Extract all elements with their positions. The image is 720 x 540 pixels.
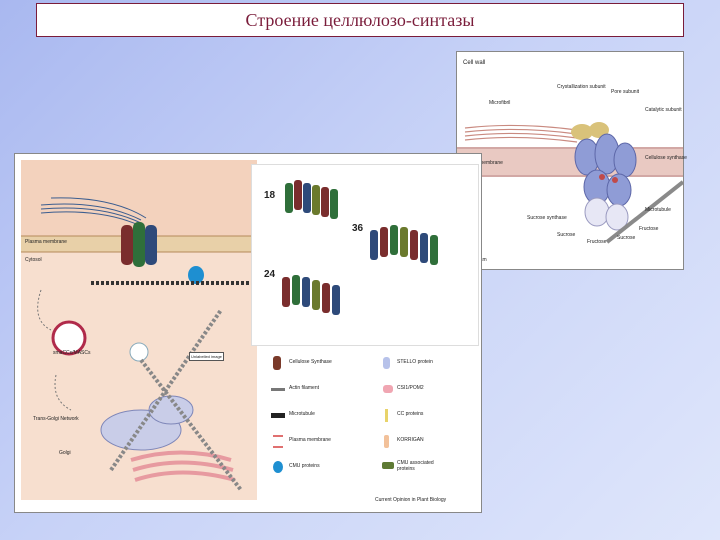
trafficking-arrows: [37, 289, 72, 411]
legend-label: Plasma membrane: [289, 437, 331, 443]
smacc-vesicle: [51, 320, 87, 356]
cellulose-synthase-icon: [273, 356, 281, 370]
legend-label: Cellulose Synthase: [289, 359, 332, 365]
legend-item-stello: STELLO protein: [379, 354, 475, 374]
title-box: Строение целлюлозо-синтазы: [36, 3, 684, 37]
cell-drawing: [21, 160, 257, 500]
label-pore: Pore subunit: [611, 89, 640, 95]
legend-label: Microtubule: [289, 411, 315, 417]
rosette-36: [370, 225, 438, 265]
rosette-18: [285, 180, 338, 219]
golgi-network: [100, 395, 194, 451]
slide-title: Строение целлюлозо-синтазы: [245, 9, 475, 30]
legend-label: STELLO protein: [397, 359, 433, 365]
legend-label: CMU associated proteins: [397, 460, 434, 472]
cmu-assoc-icon: [382, 462, 394, 469]
rosette-18-label: 18: [264, 190, 276, 201]
label-golgi: Golgi: [59, 450, 71, 456]
legend-label: KORRIGAN: [397, 437, 424, 443]
label-sucrose: Sucrose: [557, 232, 576, 238]
golgi-stacks: [130, 450, 236, 482]
label-microtubule: Microtubule: [645, 207, 671, 213]
legend-item-actin: Actin filament: [269, 380, 369, 400]
legend-label: CMU proteins: [289, 463, 320, 469]
microfibril: [464, 124, 578, 143]
microtubule: [605, 180, 685, 244]
cc-protein-icon: [385, 409, 388, 422]
small-vesicle: [129, 342, 149, 362]
stello-icon: [383, 357, 390, 369]
label-cytosol: Cytosol: [25, 257, 42, 263]
legend-item-cellulose-synthase: Cellulose Synthase: [269, 354, 369, 374]
label-sucrose-synthase: Sucrose synthase: [527, 215, 567, 221]
legend-item-membrane: Plasma membrane: [269, 432, 369, 452]
label-sucrose-2: Sucrose: [617, 235, 636, 241]
rosette-36-label: 36: [352, 223, 364, 234]
cellulose-synthase-complex-figure: Cell wall Microfibril Crystallization su…: [456, 51, 687, 270]
label-fructose: Fructose: [587, 239, 607, 245]
complex-drawing: [457, 122, 685, 244]
microfibrils: [40, 197, 147, 227]
catalytic-subunits: [574, 133, 637, 207]
label-microfibril: Microfibril: [489, 100, 511, 106]
actin-icon: [271, 388, 285, 391]
legend-item-cmu-associated: CMU associated proteins: [379, 458, 475, 482]
cmu-protein: [188, 266, 204, 284]
legend-item-csi1: CSI1/POM2: [379, 380, 475, 400]
membrane-icon: [273, 435, 283, 448]
rosette-drawing: [282, 180, 438, 315]
label-cellulose-synthase: Cellulose synthase: [645, 155, 687, 161]
label-plasma-membrane-left: Plasma membrane: [25, 239, 67, 245]
microtubule-icon: [271, 413, 285, 418]
actin-diagonal: [109, 308, 243, 492]
rosette-24-label: 24: [264, 269, 276, 280]
cmu-icon: [273, 461, 283, 473]
rosette-panel: 18 36 24: [251, 164, 479, 346]
cellulose-trafficking-figure: Plasma membrane Cytosol smaCCs/MASCs Tra…: [14, 153, 482, 513]
korrigan-icon: [384, 435, 389, 448]
label-fructose-2: Fructose: [639, 226, 659, 232]
figure-source: Current Opinion in Plant Biology: [375, 497, 447, 503]
legend-item-cmu: CMU proteins: [269, 458, 369, 478]
legend-label: Actin filament: [289, 385, 320, 391]
label-trans-golgi: Trans-Golgi Network: [33, 416, 79, 422]
legend-label: CC proteins: [397, 411, 424, 417]
label-cell-wall: Cell wall: [463, 60, 486, 66]
sucrose-synthase: [584, 197, 629, 231]
rosette-24: [282, 275, 340, 315]
legend-item-korrigan: KORRIGAN: [379, 432, 475, 452]
legend-label: CSI1/POM2: [397, 385, 424, 391]
legend-item-microtubule: Microtubule: [269, 406, 369, 426]
rosette-in-membrane: [121, 222, 157, 267]
membrane-band: [457, 147, 683, 177]
legend: Cellulose Synthase STELLO protein Actin …: [269, 354, 475, 490]
label-unlabelled-image: Unlabelled image: [189, 352, 224, 361]
label-crystallization: Crystallization subunit: [557, 84, 606, 90]
legend-item-cc: CC proteins: [379, 406, 475, 426]
label-catalytic: Catalytic subunit: [645, 107, 682, 113]
crystallization-subunit: [571, 124, 593, 140]
csi1-icon: [383, 385, 393, 393]
label-smacc: smaCCs/MASCs: [53, 350, 91, 356]
